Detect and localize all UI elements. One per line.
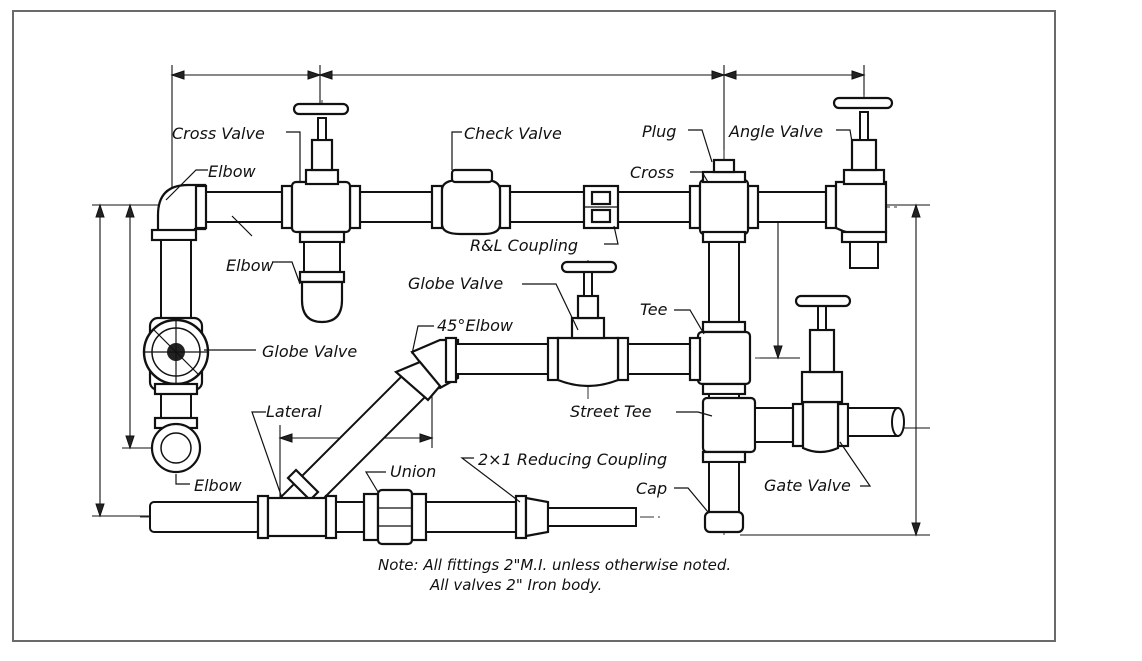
label-plug: Plug (642, 122, 676, 141)
bottom-pipe-run (149, 488, 637, 546)
drawing-note: Note: All fittings 2"M.I. unless otherwi… (378, 556, 731, 594)
label-lateral: Lateral (266, 402, 322, 421)
label-cross-valve: Cross Valve (172, 124, 265, 143)
label-angle-valve: Angle Valve (728, 122, 823, 141)
note-line-1: Note: All fittings 2"M.I. unless otherwi… (378, 556, 731, 574)
label-globe-valve-left: Globe Valve (262, 342, 357, 361)
note-line-2: All valves 2" Iron body. (429, 576, 602, 594)
label-rl-coupling: R&L Coupling (470, 236, 578, 255)
label-elbow-mid: Elbow (226, 256, 275, 275)
label-elbow-bottom: Elbow (194, 476, 243, 495)
component-labels: Cross Valve Check Valve Plug Angle Valve… (172, 122, 851, 498)
middle-run (410, 260, 702, 390)
diagonal-pipe (278, 360, 442, 522)
label-cross: Cross (630, 163, 674, 182)
page-margin (1056, 0, 1142, 661)
label-union: Union (390, 462, 436, 481)
label-reducing-coupling: 2×1 Reducing Coupling (478, 450, 667, 469)
label-street-tee: Street Tee (570, 402, 652, 421)
gate-valve (754, 294, 905, 454)
cross-valve (280, 102, 362, 324)
elbow-bottom-left (150, 416, 202, 474)
label-45-elbow: 45°Elbow (437, 316, 514, 335)
center-lines (140, 95, 900, 535)
label-elbow-top: Elbow (208, 162, 257, 181)
elbow-top-left (150, 183, 208, 242)
angle-valve (824, 96, 894, 269)
globe-valve-left (142, 316, 210, 396)
check-valve (430, 168, 512, 236)
rl-coupling (582, 184, 620, 230)
label-tee: Tee (640, 300, 668, 319)
label-cap: Cap (636, 479, 667, 498)
label-gate-valve: Gate Valve (764, 476, 851, 495)
right-vertical-run (696, 241, 757, 534)
label-check-valve: Check Valve (464, 124, 562, 143)
cross-fitting (688, 158, 760, 244)
leader-lines (165, 129, 872, 513)
label-globe-valve-mid: Globe Valve (408, 274, 503, 293)
